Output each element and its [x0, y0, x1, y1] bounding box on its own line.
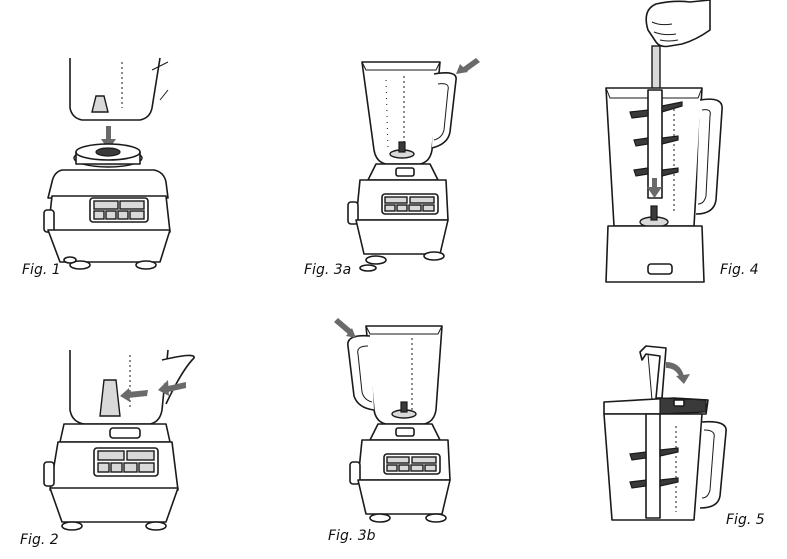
figure-3b-caption: Fig. 3b	[328, 528, 376, 544]
fig5-lid-illustration	[603, 345, 727, 521]
figure-2-caption: Fig. 2	[20, 532, 59, 548]
figure-3a-panel: Fig. 3a	[300, 40, 500, 290]
arrow-icon	[334, 318, 356, 338]
fig2-blender-base-illustration	[43, 349, 195, 531]
figure-1-panel: Fig. 1	[0, 0, 200, 290]
fig3a-blender-illustration	[347, 58, 480, 272]
fig1-blender-base-illustration	[43, 57, 171, 270]
figure-5-panel: Fig. 5	[590, 330, 787, 559]
fig3b-blender-illustration	[334, 318, 451, 523]
arrow-icon	[158, 380, 186, 396]
fig4-blade-assembly-illustration	[605, 0, 723, 283]
figure-3a-caption: Fig. 3a	[304, 262, 352, 278]
figure-2-panel: Fig. 2	[0, 300, 200, 559]
figure-1-caption: Fig. 1	[22, 262, 61, 278]
arrow-icon	[647, 178, 662, 198]
hand-icon	[645, 0, 711, 48]
arrow-icon	[120, 388, 148, 402]
arrow-icon	[666, 362, 690, 384]
figure-4-caption: Fig. 4	[720, 262, 759, 278]
arrow-icon	[456, 58, 480, 74]
figure-4-panel: Fig. 4	[590, 0, 787, 290]
figure-3b-panel: Fig. 3b	[300, 310, 500, 559]
figure-5-caption: Fig. 5	[726, 512, 765, 528]
